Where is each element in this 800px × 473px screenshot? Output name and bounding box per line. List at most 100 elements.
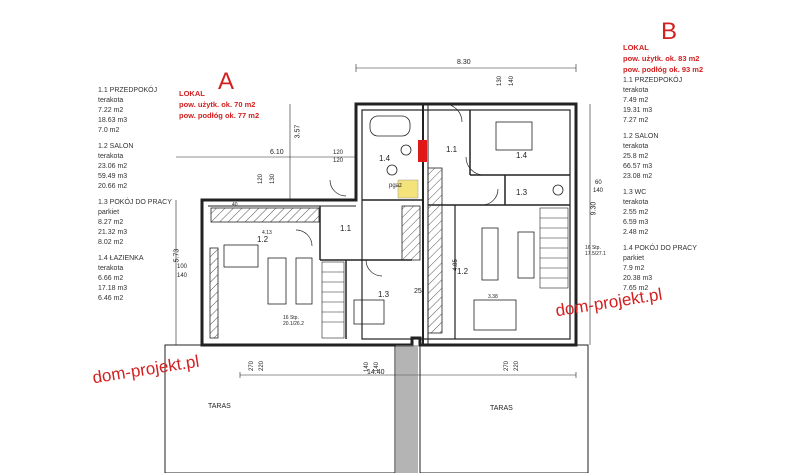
unit-a-letter: A (218, 68, 235, 95)
room-a-2-floor-area: 20.66 m2 (98, 183, 128, 190)
room-b-1-area: 7.49 m2 (623, 97, 649, 104)
room-a-1-floor: terakota (98, 97, 124, 104)
room-b-4-floor: parkiet (623, 255, 645, 262)
dim-100: 100 (177, 264, 188, 270)
unit-b-usable-area: pow. użytk. ok. 83 m2 (623, 54, 700, 63)
room-b-1-floor-area: 7.27 m2 (623, 117, 649, 124)
dim-3-57: 3.57 (294, 124, 302, 139)
room-label-b-14: 1.4 (516, 151, 528, 160)
dim-25: 25 (414, 288, 422, 295)
room-a-2-area: 23.06 m2 (98, 163, 128, 170)
dim-120-a: 120 (333, 150, 344, 156)
unit-b-letter: B (661, 18, 678, 45)
dim-140-c: 140 (177, 273, 188, 279)
dim-270-a: 270 (249, 360, 256, 372)
room-a-3-volume: 21.32 m3 (98, 229, 128, 236)
room-a-1-volume: 18.63 m3 (98, 117, 128, 124)
unit-a-lokal: LOKAL (179, 89, 205, 98)
room-label-a-13: 1.3 (378, 290, 390, 299)
dim-140-a: 140 (509, 75, 516, 87)
dim-220-a: 220 (259, 360, 266, 372)
path-strip (396, 345, 418, 473)
dim-130-b: 130 (270, 173, 277, 185)
room-b-3-floor-area: 2.48 m2 (623, 229, 649, 236)
dim-3-38: 3.38 (488, 294, 498, 300)
room-b-4-volume: 20.38 m3 (623, 275, 653, 282)
dim-140-b: 140 (593, 188, 604, 194)
gas-marker (397, 179, 419, 199)
room-b-2-volume: 66.57 m3 (623, 163, 653, 170)
chimney-marker (418, 140, 427, 162)
room-a-2-volume: 59.49 m3 (98, 173, 128, 180)
room-label-a-12: 1.2 (257, 235, 269, 244)
room-b-3-volume: 6.59 m3 (623, 219, 649, 226)
room-a-3-floor: parkiet (98, 209, 120, 216)
room-b-4-name: 1.4 POKÓJ DO PRACY (623, 245, 697, 252)
room-a-2-floor: terakota (98, 153, 124, 160)
room-a-1-area: 7.22 m2 (98, 107, 124, 114)
unit-a-usable-area: pow. użytk. ok. 70 m2 (179, 100, 256, 109)
room-a-4-floor-area: 6.46 m2 (98, 295, 124, 302)
stairs-b-steps: 16 Stp. (585, 245, 601, 251)
room-a-3-name: 1.3 POKÓJ DO PRACY (98, 199, 172, 206)
room-b-1-floor: terakota (623, 87, 649, 94)
room-a-4-volume: 17.18 m3 (98, 285, 128, 292)
unit-a-summary: LOKAL pow. użytk. ok. 70 m2 pow. podłóg … (179, 88, 259, 121)
dim-5-73: 5.73 (173, 248, 181, 263)
stairs-b-info: 16 Stp. 17.5/27.1 (585, 245, 606, 257)
room-a-3-floor-area: 8.02 m2 (98, 239, 124, 246)
dim-8-30: 8.30 (457, 59, 471, 66)
unit-a-room-list: 1.1 PRZEDPOKÓJ terakota 7.22 m2 18.63 m3… (98, 86, 172, 304)
unit-b-lokal: LOKAL (623, 43, 649, 52)
dim-6-10: 6.10 (270, 149, 284, 156)
stairs-a-ratio: 20.1/26.2 (283, 321, 304, 327)
room-b-1-name: 1.1 PRZEDPOKÓJ (623, 77, 683, 84)
room-b-2-area: 25.8 m2 (623, 153, 649, 160)
dim-14-40: 14.40 (367, 369, 385, 376)
stairs-b-ratio: 17.5/27.1 (585, 251, 606, 257)
unit-a-floor-area: pow. podłóg ok. 77 m2 (179, 111, 260, 120)
room-b-2-name: 1.2 SALON (623, 133, 659, 140)
room-label-a-11: 1.1 (340, 224, 352, 233)
room-b-4-floor-area: 7.65 m2 (623, 285, 649, 292)
dim-120-b: 120 (333, 158, 344, 164)
gas-label: pgaz (389, 183, 403, 189)
room-a-1-floor-area: 7.0 m2 (98, 127, 120, 134)
dim-130-a: 130 (497, 75, 504, 87)
room-b-1-volume: 19.31 m3 (623, 107, 653, 114)
room-a-1-name: 1.1 PRZEDPOKÓJ (98, 87, 158, 94)
room-label-b-12: 1.2 (457, 267, 469, 276)
dim-140-d: 140 (364, 361, 371, 373)
dim-270-b: 270 (504, 360, 511, 372)
dim-9-30: 9.30 (590, 201, 598, 216)
dim-40: 40 (232, 202, 238, 208)
room-a-4-area: 6.66 m2 (98, 275, 124, 282)
dim-60: 60 (595, 180, 602, 186)
dim-140-e: 140 (374, 361, 381, 373)
room-a-4-floor: terakota (98, 265, 124, 272)
dim-4-85: 4.85 (452, 259, 459, 271)
room-label-b-13: 1.3 (516, 188, 528, 197)
room-b-4-area: 7.9 m2 (623, 265, 645, 272)
room-a-2-name: 1.2 SALON (98, 143, 134, 150)
dim-4-13: 4.13 (262, 230, 272, 236)
stairs-a-info: 16 Stp. 20.1/26.2 (283, 315, 304, 327)
unit-b-summary: LOKAL pow. użytk. ok. 83 m2 pow. podłóg … (623, 42, 703, 75)
room-a-4-name: 1.4 ŁAZIENKA (98, 255, 144, 262)
dim-220-b: 220 (514, 360, 521, 372)
unit-b-floor-area: pow. podłóg ok. 93 m2 (623, 65, 704, 74)
room-label-a-14: 1.4 (379, 154, 391, 163)
room-b-3-name: 1.3 WC (623, 189, 647, 196)
room-a-3-area: 8.27 m2 (98, 219, 124, 226)
room-b-3-area: 2.55 m2 (623, 209, 649, 216)
room-b-2-floor: terakota (623, 143, 649, 150)
room-label-b-11: 1.1 (446, 145, 458, 154)
stairs-a-steps: 16 Stp. (283, 315, 299, 321)
terrace-label-right: TARAS (490, 405, 513, 412)
room-b-2-floor-area: 23.08 m2 (623, 173, 653, 180)
room-b-3-floor: terakota (623, 199, 649, 206)
dim-120-c: 120 (258, 173, 265, 185)
terrace-label-left: TARAS (208, 403, 231, 410)
unit-b-room-list: 1.1 PRZEDPOKÓJ terakota 7.49 m2 19.31 m3… (623, 76, 697, 294)
